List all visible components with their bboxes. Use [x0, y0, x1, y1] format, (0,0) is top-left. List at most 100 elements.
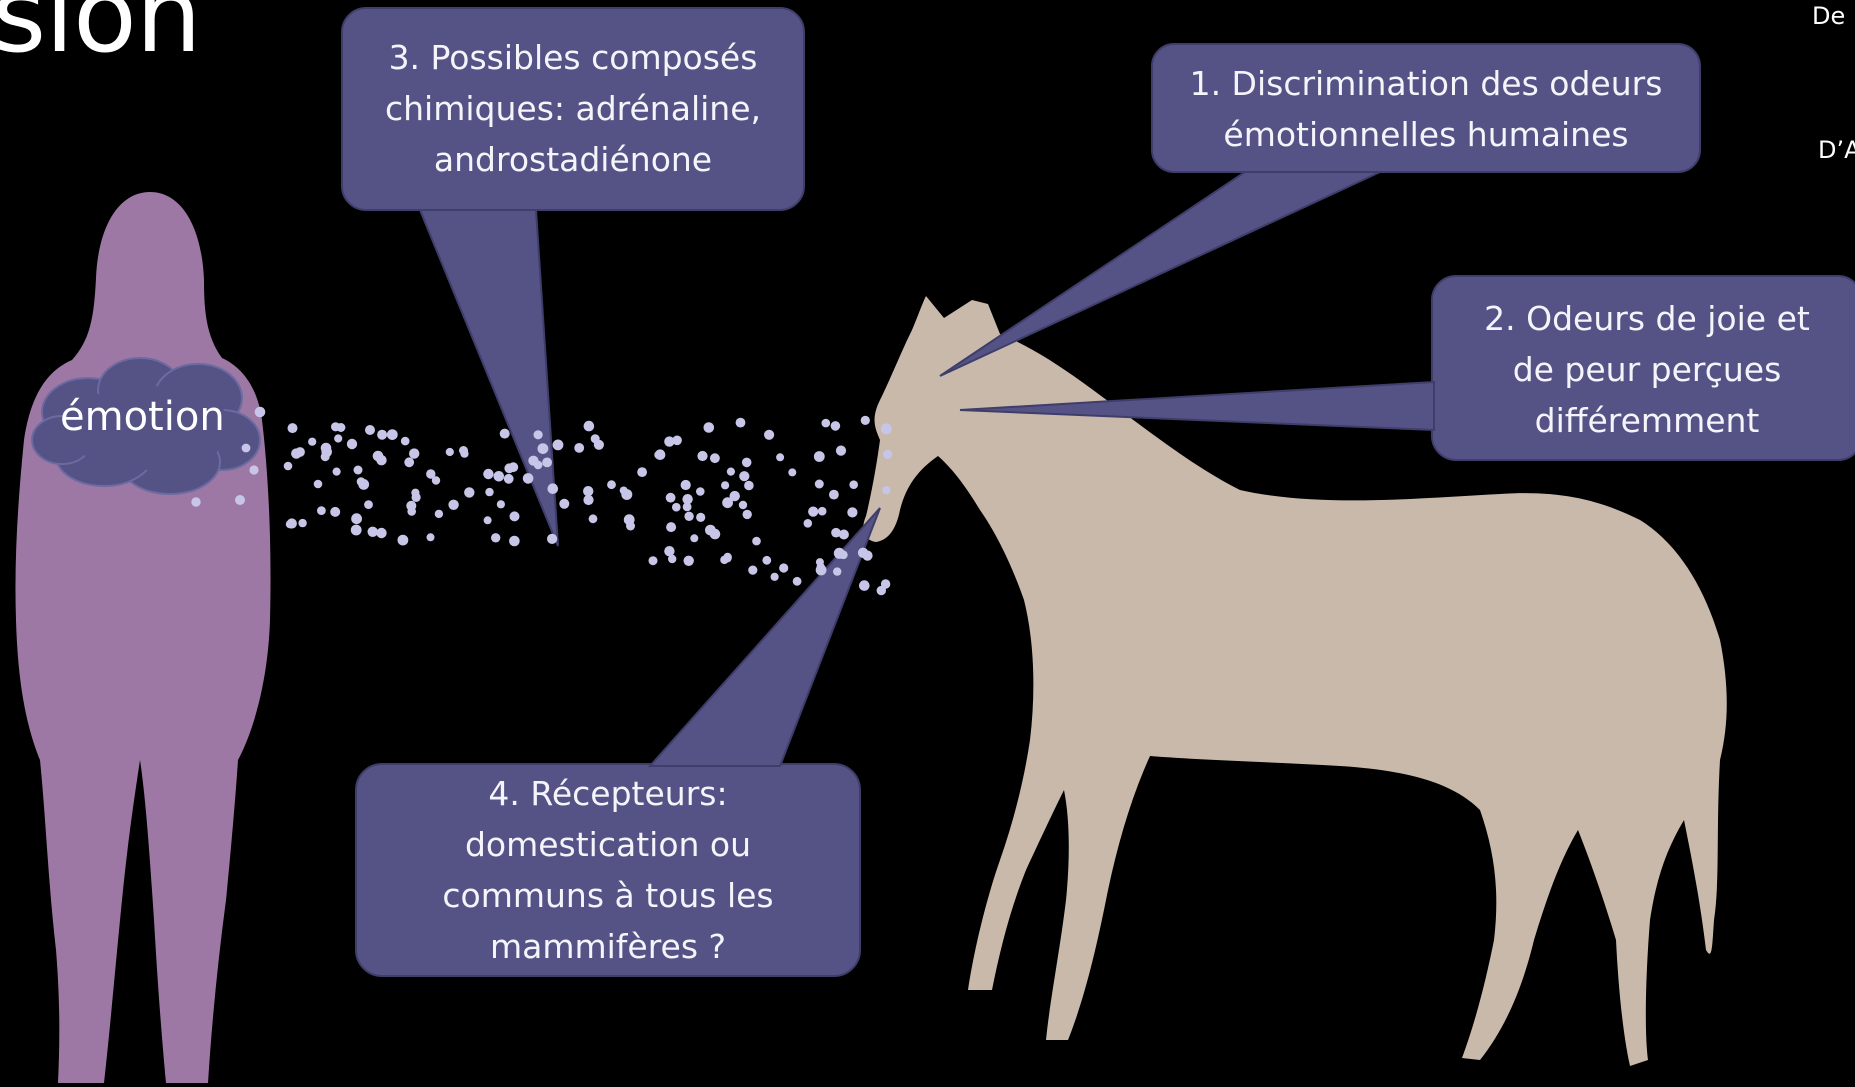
odor-particle	[696, 487, 705, 496]
odor-particle	[522, 473, 534, 484]
odor-particle	[235, 495, 245, 505]
odor-particle	[509, 535, 520, 547]
odor-particle	[386, 429, 398, 440]
odor-particle	[792, 576, 802, 586]
odor-particle	[815, 558, 824, 567]
odor-particle	[321, 446, 333, 458]
odor-particle	[503, 473, 514, 484]
odor-particle	[376, 527, 387, 539]
odor-particle	[533, 460, 543, 470]
odor-particle	[883, 449, 893, 459]
odor-particle	[849, 480, 858, 490]
slide-title-fragment: sion	[0, 0, 202, 76]
odor-particle	[191, 497, 201, 507]
odor-particle	[483, 468, 494, 480]
odor-particle	[665, 492, 676, 503]
odor-particle	[552, 439, 564, 451]
person-silhouette	[15, 192, 271, 1083]
odor-particle	[460, 449, 469, 458]
horse-silhouette	[863, 296, 1727, 1066]
odor-particle	[241, 443, 251, 453]
callout-2-shape	[959, 275, 1855, 461]
odor-particle	[838, 529, 849, 540]
odor-particle	[286, 518, 297, 529]
odor-particle	[835, 445, 847, 456]
callout-4-line-1: 4. Récepteurs:	[488, 774, 728, 813]
odor-particle	[814, 479, 824, 489]
odor-particle	[709, 528, 721, 540]
odor-particle	[813, 451, 825, 462]
callout-3-shape	[341, 7, 805, 547]
odor-particle	[664, 436, 675, 447]
odor-particle	[499, 428, 510, 439]
odor-particle	[752, 536, 761, 546]
odor-particle	[313, 479, 323, 489]
callout-2-line-1: 2. Odeurs de joie et	[1484, 299, 1810, 338]
odor-particle	[559, 498, 570, 509]
odor-particle	[742, 509, 752, 520]
odor-particle	[817, 506, 827, 516]
odor-particle	[332, 467, 341, 476]
odor-particle	[857, 547, 869, 558]
odor-particle	[619, 486, 628, 495]
odor-particle	[762, 555, 772, 565]
odor-particle	[317, 506, 326, 515]
odor-particle	[411, 492, 421, 502]
odor-particle	[672, 502, 681, 512]
callout-2-line-2: de peur perçues	[1512, 350, 1782, 389]
odor-particle	[336, 423, 346, 432]
odor-particle	[445, 447, 454, 457]
callout-3-line-3: androstadiénone	[433, 140, 713, 179]
odor-particle	[672, 435, 682, 446]
odor-particle	[377, 429, 388, 440]
odor-particle	[808, 506, 819, 517]
odor-particle	[764, 429, 775, 440]
odor-particle	[464, 487, 475, 498]
callout-1-line-1: 1. Discrimination des odeurs	[1189, 64, 1663, 103]
odor-particle	[583, 494, 594, 506]
odor-particle	[739, 471, 750, 482]
odor-particle	[330, 506, 341, 517]
odor-particle	[426, 533, 435, 542]
odor-particle	[367, 526, 378, 537]
odor-particle	[738, 500, 748, 510]
odor-particle	[434, 509, 444, 519]
emotion-cloud	[31, 357, 261, 495]
odor-particle	[833, 547, 845, 559]
odor-particle	[690, 534, 699, 543]
odor-particle	[426, 469, 436, 479]
callout-2-line-3: différemment	[1534, 401, 1760, 440]
odor-particle	[776, 453, 785, 462]
callout-1-line-2: émotionnelles humaines	[1223, 115, 1629, 154]
emotion-label: émotion	[60, 394, 225, 440]
odor-particle	[254, 406, 266, 418]
odor-particle	[664, 546, 675, 557]
odor-particle	[287, 423, 298, 434]
odor-particle	[334, 434, 343, 443]
odor-particle	[637, 467, 647, 477]
odor-particle	[654, 449, 666, 461]
odor-particle	[583, 420, 595, 432]
odor-particle	[350, 524, 362, 536]
odor-particle	[533, 430, 543, 440]
odor-particle	[697, 450, 708, 462]
odor-particle	[682, 502, 692, 512]
odor-particle	[722, 497, 733, 509]
odor-particle	[448, 499, 459, 510]
odor-particle	[860, 415, 870, 425]
odor-particle	[356, 477, 366, 486]
odor-particle	[491, 533, 501, 543]
odor-particle	[710, 453, 720, 464]
odor-particle	[831, 527, 841, 538]
callout-2-text: 2. Odeurs de joie et de peur perçues dif…	[1432, 293, 1855, 446]
odor-particle	[590, 434, 600, 444]
odor-particle	[397, 534, 409, 546]
odor-particle	[509, 511, 520, 522]
odor-particle	[376, 455, 387, 466]
odor-particle	[626, 521, 635, 531]
odor-particle	[504, 463, 515, 474]
callout-1-shape	[939, 43, 1701, 377]
odor-particle	[821, 418, 831, 428]
odor-particle	[703, 422, 715, 433]
odor-particle	[346, 438, 358, 450]
